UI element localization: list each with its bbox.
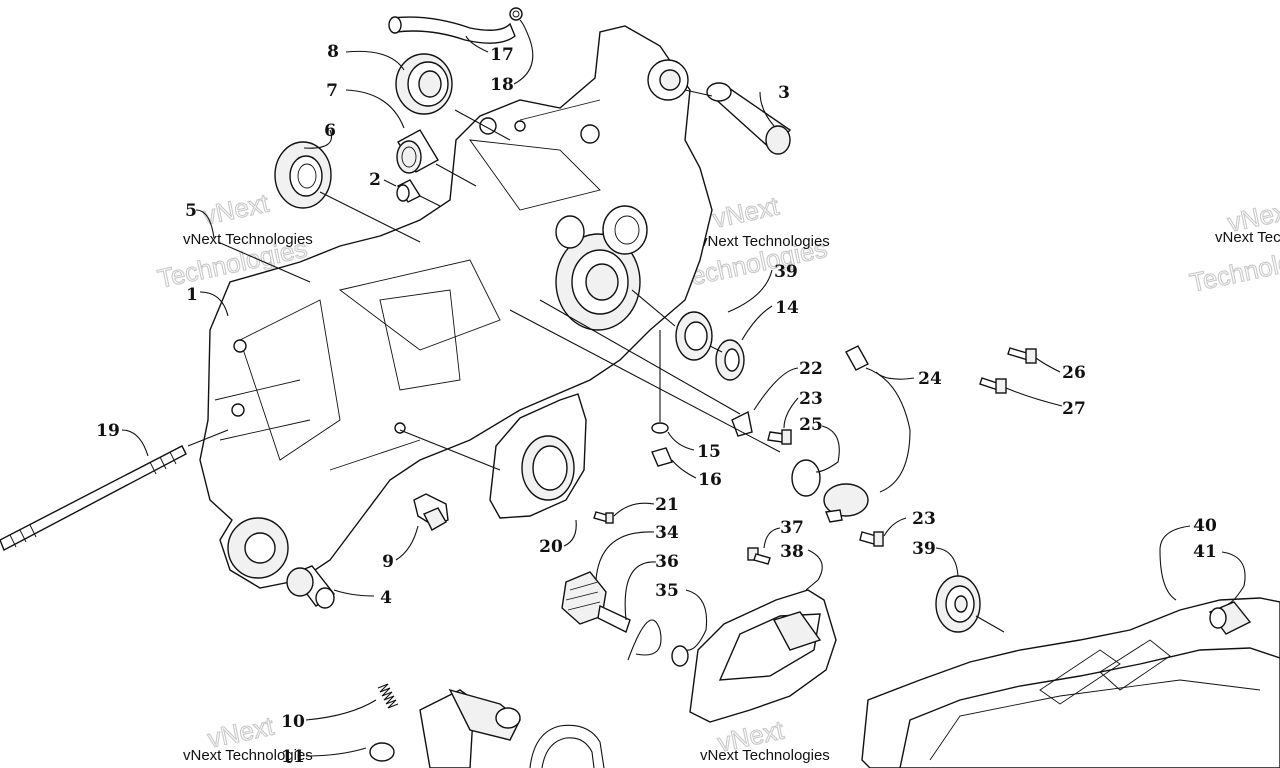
callout-16: 16: [698, 470, 722, 490]
sensor-part-24[interactable]: [823, 345, 911, 523]
callout-41: 41: [1193, 542, 1217, 562]
hose-part-17[interactable]: [388, 16, 516, 44]
seal-part-6[interactable]: [274, 141, 332, 209]
seal-part-14[interactable]: [715, 339, 745, 381]
clip-part-36[interactable]: [627, 619, 662, 661]
callout-2: 2: [369, 170, 381, 190]
dowel-part-2[interactable]: [396, 179, 422, 203]
callout-9: 9: [382, 552, 394, 572]
callout-35: 35: [655, 581, 679, 601]
callout-3: 3: [778, 83, 790, 103]
leader-lines: [121, 19, 1246, 757]
bolt-part-16[interactable]: [651, 447, 673, 467]
o-ring-part-25[interactable]: [791, 459, 821, 497]
callout-21: 21: [655, 495, 679, 515]
watermark-text-5: vNext Technologies: [700, 747, 830, 764]
bolt-part-26[interactable]: [1007, 347, 1037, 364]
bearing-part-7[interactable]: [396, 129, 439, 174]
drain-plug-part-9[interactable]: [413, 493, 449, 531]
watermark-text-3: vNext Technologies: [1215, 229, 1280, 246]
bearing-part-39-lower[interactable]: [935, 575, 981, 633]
callout-15: 15: [697, 442, 721, 462]
callout-37: 37: [780, 518, 804, 538]
bolt-part-37[interactable]: [747, 547, 771, 565]
bolt-part-21[interactable]: [593, 511, 614, 524]
callout-39-lower: 39: [912, 539, 936, 559]
callout-8: 8: [327, 42, 339, 62]
washer-part-11[interactable]: [369, 742, 395, 762]
watermark-text-4: vNext Technologies: [183, 747, 313, 764]
oil-plug-part-41[interactable]: [1208, 601, 1252, 635]
stud-part-19[interactable]: [0, 445, 187, 551]
callout-4: 4: [380, 588, 392, 608]
callout-7: 7: [326, 81, 338, 101]
watermark-text-2: vNext Technologies: [700, 233, 830, 250]
bolt-part-23-lower[interactable]: [859, 531, 884, 547]
callout-25: 25: [799, 415, 823, 435]
crankcase-part-1[interactable]: [199, 25, 713, 589]
callout-18: 18: [490, 75, 514, 95]
callout-14: 14: [775, 298, 799, 318]
callout-26: 26: [1062, 363, 1086, 383]
return-spring-part[interactable]: [529, 724, 605, 768]
washer-part-35[interactable]: [671, 645, 689, 667]
outer-cover-part-40[interactable]: [861, 597, 1280, 768]
callout-11: 11: [281, 747, 305, 767]
callout-23-lower: 23: [912, 509, 936, 529]
callout-39-upper: 39: [774, 262, 798, 282]
bolt-part-27[interactable]: [979, 377, 1007, 394]
callout-1: 1: [186, 285, 198, 305]
callout-17: 17: [490, 45, 514, 65]
cover-part-38[interactable]: [689, 589, 837, 723]
callout-34: 34: [655, 523, 679, 543]
spring-part-10[interactable]: [377, 683, 399, 709]
watermark-vnext-2: vNext: [710, 191, 782, 234]
watermark-text-1: vNext Technologies: [183, 231, 313, 248]
callout-24: 24: [918, 369, 942, 389]
gasket-part-20[interactable]: [489, 393, 587, 519]
bearing-part-8[interactable]: [395, 53, 453, 115]
callout-38: 38: [780, 542, 804, 562]
callout-22: 22: [799, 359, 823, 379]
callout-36: 36: [655, 552, 679, 572]
bearing-part-39-upper[interactable]: [675, 311, 713, 361]
clamp-part-18[interactable]: [509, 7, 523, 21]
sleeve-part-4[interactable]: [286, 565, 336, 609]
callout-40: 40: [1193, 516, 1217, 536]
callout-20: 20: [539, 537, 563, 557]
bolt-part-23-upper[interactable]: [767, 429, 792, 445]
washer-part-15[interactable]: [651, 422, 669, 434]
watermark-tech-3: Technologies: [1187, 237, 1280, 298]
callout-27: 27: [1062, 399, 1086, 419]
starter-drive-part-34[interactable]: [561, 571, 631, 633]
callout-23-upper: 23: [799, 389, 823, 409]
callout-5: 5: [185, 201, 197, 221]
callout-numbers: 1 2 3 4 5 6 7 8 9 10 11 14 15 16 17 18 1…: [96, 42, 1217, 767]
kick-gear-part[interactable]: [419, 688, 521, 768]
sleeve-part-3[interactable]: [706, 82, 792, 155]
callout-10: 10: [281, 712, 305, 732]
callout-19: 19: [96, 421, 120, 441]
callout-6: 6: [324, 121, 336, 141]
